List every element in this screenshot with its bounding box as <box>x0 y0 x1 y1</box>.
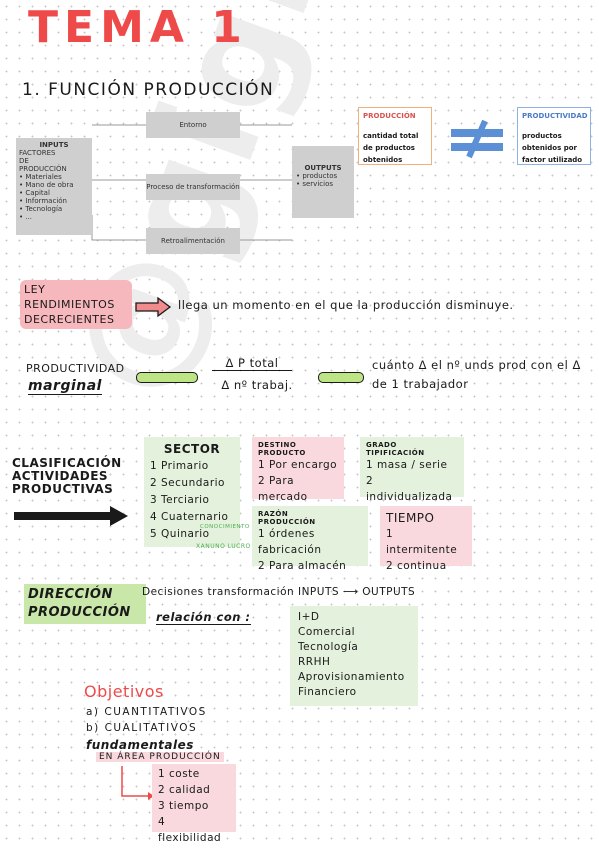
section-heading: 1. FUNCIÓN PRODUCCIÓN <box>22 80 275 100</box>
not-equal-icon <box>451 119 503 159</box>
arrow-right-icon <box>135 296 172 318</box>
sector-title: SECTOR <box>163 442 221 456</box>
razon-box: RAZÓN PRODUCCIÓN 1 órdenes fabricación 2… <box>252 506 368 572</box>
objetivos-box: 1 coste 2 calidad 3 tiempo 4 flexibilida… <box>152 764 236 844</box>
objetivos-fund: fundamentales <box>86 738 194 752</box>
objetivos-b: b) CUALITATIVOS <box>86 722 198 734</box>
destino-item: 1 Por encargo <box>258 459 338 471</box>
sector-note2: XANUNO LUCRO <box>196 543 251 550</box>
razon-item: 1 órdenes fabricación <box>258 528 322 556</box>
sector-item: 2 Secundario <box>150 477 225 489</box>
productividad-desc: productos obtenidos por factor utilizado <box>522 132 583 164</box>
productividad-box: PRODUCTIVIDAD productos obtenidos por fa… <box>517 107 591 165</box>
direccion-label: DIRECCIÓN PRODUCCIÓN <box>24 584 146 624</box>
tiempo-box: TIEMPO 1 intermitente 2 continua <box>380 506 472 572</box>
sector-item: 5 Quinario <box>150 528 210 540</box>
objetivos-item: 4 flexibilidad <box>158 816 222 844</box>
produccion-desc: cantidad total de productos obtenidos <box>363 132 419 164</box>
tiempo-title: TIEMPO <box>386 511 435 525</box>
green-arrow-1 <box>136 372 198 383</box>
outputs-item: • productos <box>296 172 338 180</box>
inputs-box: INPUTS FACTORES DE PRODUCCIÓN • Material… <box>16 138 92 235</box>
inputs-item: • Tecnología <box>19 205 63 213</box>
direccion-label1: DIRECCIÓN <box>28 587 113 602</box>
inputs-item: • Materiales <box>19 173 62 181</box>
produccion-box: PRODUCCIÓN cantidad total de productos o… <box>358 107 432 165</box>
objetivos-area: EN ÁREA PRODUCCIÓN <box>96 752 224 762</box>
relacion-item: Aprovisionamiento <box>298 671 405 683</box>
entorno-box: Entorno <box>146 112 240 138</box>
grado-item: 2 individualizada <box>366 475 453 503</box>
objetivos-a: a) CUANTITATIVOS <box>86 706 207 718</box>
objetivos-title: Objetivos <box>84 682 164 701</box>
inputs-title: INPUTS <box>39 141 69 149</box>
marginal-result: cuánto Δ el nº unds prod con el Δ de 1 t… <box>372 358 581 391</box>
relacion-item: I+D <box>298 611 320 623</box>
sector-note1: CONOCIMIENTO <box>200 524 250 530</box>
destino-item: 2 Para mercado <box>258 475 308 503</box>
inputs-item: • ... <box>19 213 33 221</box>
objetivos-item: 1 coste <box>158 768 200 780</box>
proceso-box: Proceso de transformación <box>146 174 240 200</box>
tiempo-item: 2 continua <box>386 560 447 572</box>
sector-item: 1 Primario <box>150 460 209 472</box>
marginal-denominator: Δ nº trabaj. <box>221 378 293 392</box>
tiempo-item: 1 intermitente <box>386 528 458 556</box>
direccion-label2: PRODUCCIÓN <box>28 605 131 620</box>
marginal-line2: marginal <box>28 378 102 395</box>
razon-item: 2 Para almacén <box>258 560 347 572</box>
razon-title: RAZÓN PRODUCCIÓN <box>258 510 316 526</box>
grado-box: GRADO TIPIFICACIÓN 1 masa / serie 2 indi… <box>360 437 464 503</box>
destino-box: DESTINO PRODUCTO 1 Por encargo 2 Para me… <box>252 437 344 503</box>
productividad-title: PRODUCTIVIDAD <box>522 112 588 120</box>
grado-title: GRADO TIPIFICACIÓN <box>366 441 425 457</box>
green-arrow-2 <box>318 372 364 383</box>
outputs-item: • servicios <box>296 180 333 188</box>
inputs-item: • Mano de obra <box>19 181 74 189</box>
relacion-item: Tecnología <box>298 641 359 653</box>
direccion-text: Decisiones transformación INPUTS ⟶ OUTPU… <box>142 586 416 598</box>
marginal-numerator: Δ P total <box>212 356 292 371</box>
objetivos-item: 2 calidad <box>158 784 211 796</box>
inputs-item: • Información <box>19 197 67 205</box>
clasificacion-label: CLASIFICACIÓN ACTIVIDADES PRODUCTIVAS <box>12 456 122 496</box>
inputs-sub: FACTORES DE PRODUCCIÓN <box>19 149 67 173</box>
sector-box: SECTOR 1 Primario 2 Secundario 3 Terciar… <box>144 437 240 547</box>
relacion-item: Financiero <box>298 686 357 698</box>
sector-item: 3 Terciario <box>150 494 210 506</box>
relacion-item: RRHH <box>298 656 331 668</box>
relacion-box: I+D Comercial Tecnología RRHH Aprovision… <box>290 606 418 706</box>
marginal-line1: PRODUCTIVIDAD <box>26 362 125 375</box>
diagram-arrows <box>91 124 292 241</box>
relacion-label: relación con : <box>156 610 251 625</box>
inputs-item: • Capital <box>19 189 50 197</box>
ley-text: llega un momento en el que la producción… <box>178 298 514 312</box>
ley-label: LEY RENDIMIENTOS DECRECIENTES <box>20 280 132 329</box>
produccion-title: PRODUCCIÓN <box>363 112 416 120</box>
destino-title: DESTINO PRODUCTO <box>258 441 306 457</box>
objetivos-item: 3 tiempo <box>158 800 209 812</box>
outputs-title: OUTPUTS <box>304 164 342 172</box>
retro-box: Retroalimentación <box>146 228 240 254</box>
page-title: TEMA 1 <box>28 2 248 53</box>
grado-item: 1 masa / serie <box>366 459 448 471</box>
branch-arrow-icon <box>121 766 154 800</box>
arrow-right-icon <box>14 506 128 526</box>
outputs-box: OUTPUTS • productos • servicios <box>292 146 354 218</box>
relacion-item: Comercial <box>298 626 356 638</box>
sector-item: 4 Cuaternario <box>150 511 229 523</box>
